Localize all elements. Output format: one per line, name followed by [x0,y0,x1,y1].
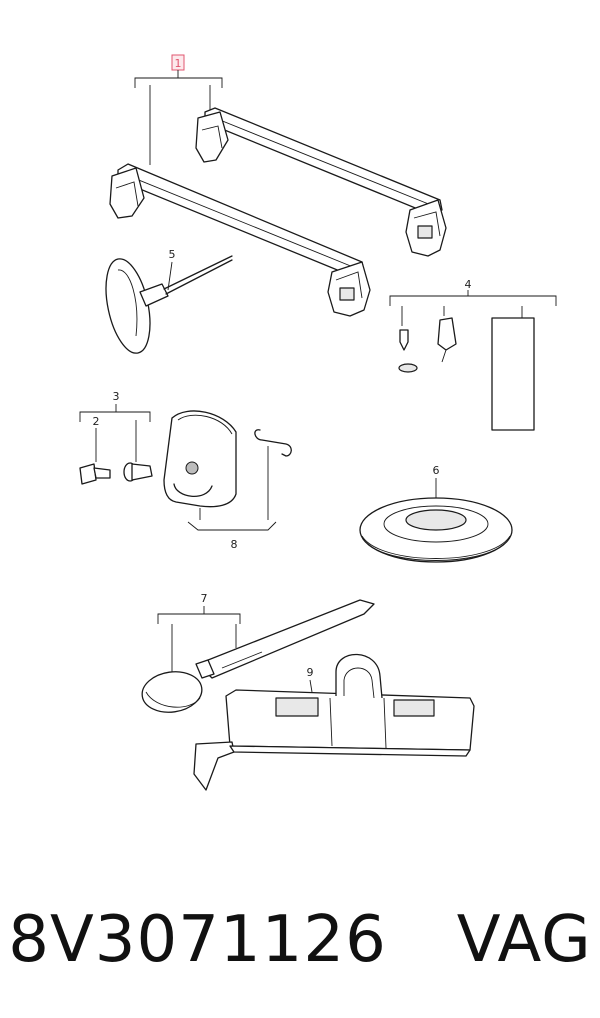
jack-and-handle: 7 [141,592,375,713]
parts-diagram: 1 5 4 [79,54,557,791]
callout-6[interactable]: 6 [433,464,440,477]
callout-4[interactable]: 4 [465,278,472,291]
key-and-cylinder: 3 2 [79,390,153,485]
cover-cap-and-hook: 8 [163,410,292,551]
callout-8[interactable]: 8 [231,538,238,551]
callout-2[interactable]: 2 [93,415,100,428]
callout-7[interactable]: 7 [201,592,208,605]
part-caption: 8V3071126 VAG [0,880,600,1000]
lock-set: 4 [389,278,557,431]
brand-label: VAG [456,903,592,977]
tool-tray: 9 [193,653,475,791]
roof-rack-bars: 1 [109,54,447,317]
part-number: 8V3071126 [8,903,387,977]
callout-9[interactable]: 9 [307,666,314,679]
tool-wrench: 5 [105,248,233,354]
spare-tyre: 6 [359,464,513,563]
callout-1[interactable]: 1 [175,57,182,70]
callout-5[interactable]: 5 [169,248,176,261]
callout-3[interactable]: 3 [113,390,120,403]
